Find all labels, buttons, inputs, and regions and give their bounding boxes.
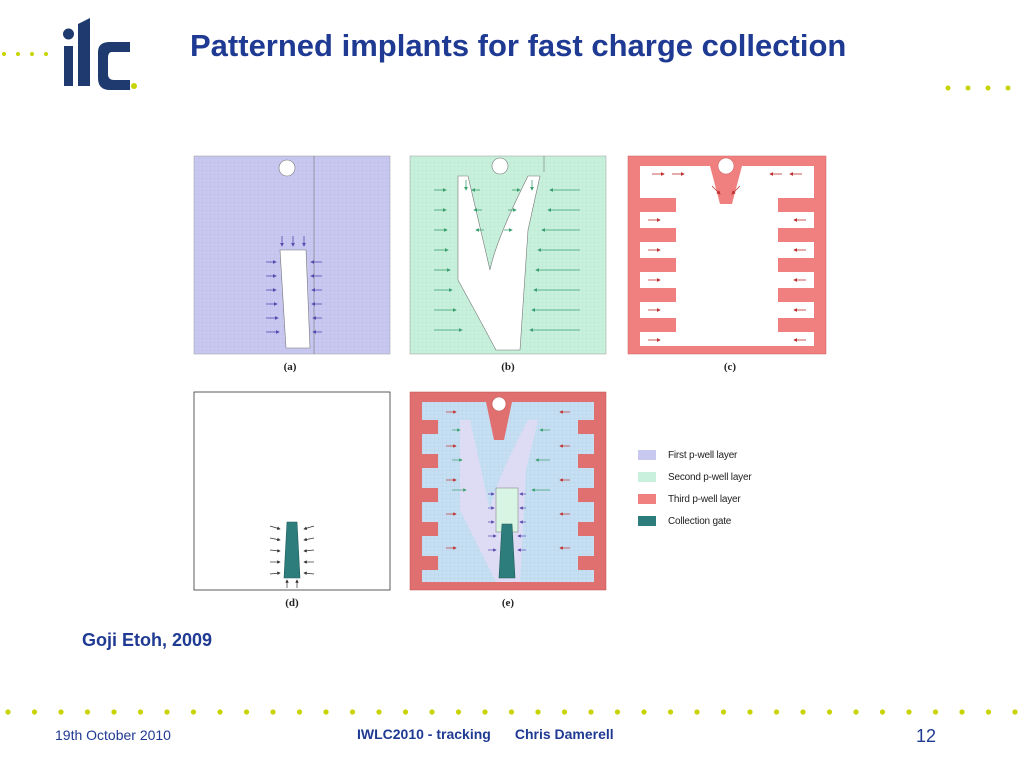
citation: Goji Etoh, 2009 <box>82 630 213 650</box>
legend-swatch-collection-gate <box>638 516 656 526</box>
legend-item: Second p-well layer <box>638 466 778 488</box>
page-number: 12 <box>916 726 937 746</box>
legend-label: First p-well layer <box>668 449 738 461</box>
figure-legend: First p-well layer Second p-well layer T… <box>638 444 778 532</box>
legend-item: First p-well layer <box>638 444 778 466</box>
panel-b <box>409 155 607 355</box>
legend-label: Collection gate <box>668 515 732 527</box>
decorative-dots-top-left <box>2 52 48 56</box>
panel-c <box>190 156 384 354</box>
slide-title: Patterned implants for fast charge colle… <box>190 28 847 63</box>
p-well-layer-figure: (a) (b) x ( <box>190 155 607 609</box>
footer-event: IWLC2010 - tracking <box>357 726 491 742</box>
decorative-dots-bottom <box>5 709 1018 715</box>
legend-swatch-third-p-well <box>638 494 656 504</box>
legend-swatch-second-p-well <box>638 472 656 482</box>
legend-swatch-first-p-well <box>638 450 656 460</box>
legend-item: Collection gate <box>638 510 778 532</box>
legend-label: Second p-well layer <box>668 471 752 483</box>
footer-date: 19th October 2010 <box>55 727 171 743</box>
footer-author: Chris Damerell <box>514 726 614 742</box>
decorative-dots-top-right <box>945 85 1011 91</box>
ilc-logo <box>63 18 137 90</box>
panel-c-figure: (c) <box>627 155 827 373</box>
panel-label-c: (c) <box>724 361 737 373</box>
panel-label-d: (d) <box>285 597 299 609</box>
panel-label-a: (a) <box>284 361 297 373</box>
panel-label-e: (e) <box>502 597 515 609</box>
legend-item: Third p-well layer <box>638 488 778 510</box>
footer-center: IWLC2010 - tracking Chris Damerell <box>357 726 614 742</box>
panel-d <box>193 391 391 591</box>
legend-label: Third p-well layer <box>668 493 741 505</box>
panel-e <box>409 391 607 591</box>
panel-a <box>193 155 391 355</box>
panel-label-b: (b) <box>501 361 515 373</box>
